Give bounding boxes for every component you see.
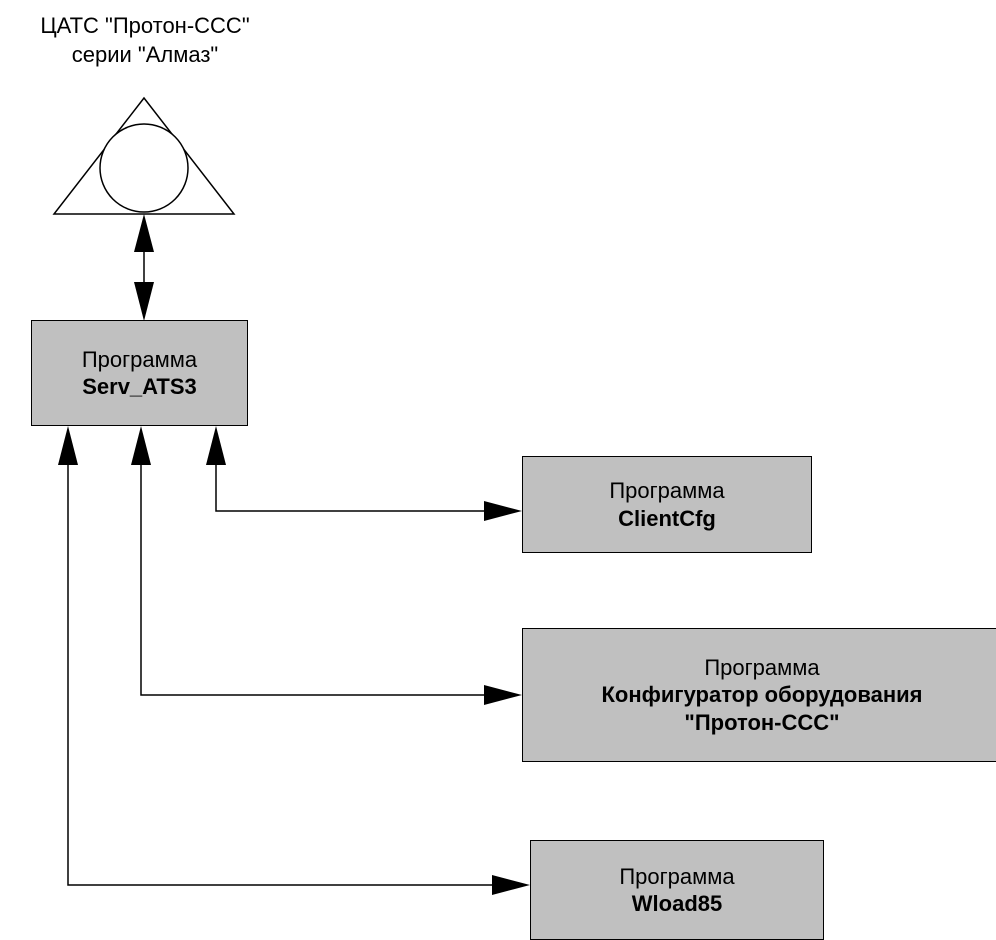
arrowhead-down bbox=[134, 282, 154, 321]
edge-exchange-serv-ats3 bbox=[134, 214, 154, 321]
node-name-label: Wload85 bbox=[631, 891, 723, 916]
exchange-title-line1: ЦАТС "Протон-ССС" bbox=[40, 13, 250, 38]
node-name-label: ClientCfg bbox=[618, 505, 716, 531]
arrowhead-up bbox=[206, 426, 226, 465]
exchange-symbol-icon bbox=[52, 96, 236, 215]
exchange-title-line2: серии "Алмаз" bbox=[71, 41, 219, 67]
node-configurator: Программа Конфигуратор оборудования "Про… bbox=[522, 628, 996, 762]
arrowhead-right bbox=[484, 685, 522, 705]
edge-serv-ats3-configurator bbox=[131, 426, 522, 705]
exchange-circle bbox=[99, 123, 189, 213]
node-kind-label: Программа bbox=[704, 654, 820, 680]
arrowhead-right bbox=[492, 875, 530, 895]
arrowhead-right bbox=[484, 501, 522, 521]
node-name-label-line1: Конфигуратор оборудования bbox=[601, 682, 923, 708]
node-name-label-line2: "Протон-ССС" bbox=[684, 709, 840, 735]
edge-serv-ats3-clientcfg bbox=[206, 426, 522, 521]
node-kind-label: Программа bbox=[609, 478, 725, 503]
node-kind-label: Программа bbox=[81, 346, 198, 372]
node-kind-label: Программа bbox=[619, 863, 735, 889]
exchange-title: ЦАТС "Протон-ССС" серии "Алмаз" bbox=[0, 12, 290, 69]
node-name-label: Serv_ATS3 bbox=[82, 374, 197, 399]
edge-serv-ats3-wload85 bbox=[58, 426, 530, 895]
node-serv-ats3: Программа Serv_ATS3 bbox=[31, 320, 248, 426]
arrowhead-up bbox=[58, 426, 78, 465]
arrowhead-up bbox=[134, 214, 154, 252]
node-wload85: Программа Wload85 bbox=[530, 840, 824, 940]
arrowhead-up bbox=[131, 426, 151, 465]
node-clientcfg: Программа ClientCfg bbox=[522, 456, 812, 553]
